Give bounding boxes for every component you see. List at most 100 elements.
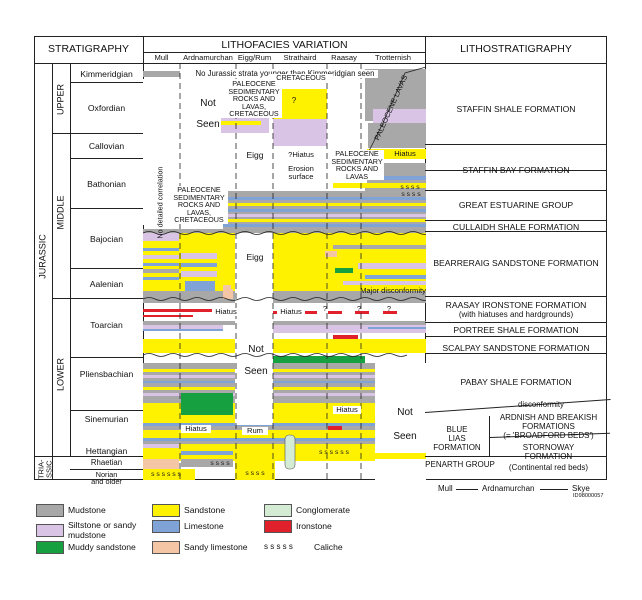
system-divider bbox=[52, 63, 53, 480]
unconformity-line bbox=[143, 297, 426, 301]
bed-siltstone bbox=[143, 255, 179, 259]
gap-strathaird-upper bbox=[273, 147, 327, 191]
bed-ironstone bbox=[143, 309, 213, 312]
bed-sandy-limestone bbox=[143, 459, 179, 469]
formation-rule bbox=[425, 231, 607, 232]
formation-raasay-ironstone: RAASAY IRONSTONE FORMATION bbox=[445, 300, 587, 310]
legend-caliche-symbol: s s s s s bbox=[264, 542, 293, 551]
hiatus-ardnamurchan-lower: Hiatus bbox=[181, 425, 211, 433]
stage-bathonian: Bathonian bbox=[87, 179, 126, 189]
legend-label-sandstone: Sandstone bbox=[184, 505, 226, 515]
legend-swatch-conglomerate bbox=[264, 504, 292, 517]
major-disconformity-note: Major disconformity bbox=[360, 286, 426, 295]
bed-siltstone bbox=[343, 281, 426, 285]
formation-rule bbox=[425, 144, 607, 145]
bed-sandstone bbox=[143, 469, 195, 480]
seen-eigg: Seen bbox=[244, 366, 268, 377]
stage-kimmeridgian: Kimmeridgian bbox=[80, 69, 133, 79]
legend-swatch-ironstone bbox=[264, 520, 292, 533]
bed-ironstone bbox=[333, 335, 358, 339]
formation-cullaidh: CULLAIDH SHALE FORMATION bbox=[452, 222, 580, 232]
paleo-note-raasay: PALEOCENE SEDIMENTARY ROCKS AND LAVAS bbox=[330, 149, 384, 181]
bed-sandstone bbox=[143, 369, 426, 372]
system-triassic: TRIA- SSIC bbox=[34, 459, 54, 479]
stage-callovian: Callovian bbox=[88, 141, 125, 151]
stage-oxfordian: Oxfordian bbox=[87, 103, 126, 113]
bed-sandstone bbox=[143, 339, 426, 353]
bed-ironstone bbox=[303, 311, 317, 314]
bed-mudstone bbox=[143, 321, 426, 325]
paleo-note-mull: PALEOCENE SEDIMENTARY ROCKS AND LAVAS, C… bbox=[170, 186, 228, 224]
rum-label: Rum bbox=[242, 427, 268, 435]
bed-muddy-sandstone bbox=[181, 393, 233, 415]
header-rule bbox=[34, 63, 607, 64]
axis-line bbox=[456, 489, 478, 490]
formation-rule bbox=[425, 220, 607, 221]
figure-frame bbox=[34, 36, 607, 480]
formation-rule bbox=[425, 336, 607, 337]
caliche-strathaird: s s s s s s bbox=[319, 449, 349, 456]
bed-limestone bbox=[223, 209, 426, 212]
stage-rule bbox=[70, 357, 143, 358]
axis-mull: Mull bbox=[438, 484, 453, 493]
formation-pabay: PABAY SHALE FORMATION bbox=[460, 377, 572, 387]
legend-label-mudstone: Mudstone bbox=[68, 505, 106, 515]
bed-limestone bbox=[143, 248, 179, 251]
bed-limestone bbox=[185, 281, 215, 291]
stage-toarcian: Toarcian bbox=[90, 320, 123, 330]
figure-id: ID98000057 bbox=[573, 493, 604, 499]
series-middle: MIDDLE bbox=[55, 195, 66, 230]
series-lower: LOWER bbox=[55, 358, 66, 392]
formation-blue-lias: FORMATION bbox=[433, 443, 481, 452]
formation-scalpay: SCALPAY SANDSTONE FORMATION bbox=[442, 343, 590, 353]
lithofacies-header: LITHOFACIES VARIATION bbox=[221, 39, 348, 51]
eigg-label-lower: Eigg bbox=[246, 252, 264, 262]
gap-raasay-top bbox=[327, 89, 365, 143]
stage-pliensbachian: Pliensbachian bbox=[79, 369, 134, 379]
bed-mudstone bbox=[333, 245, 426, 249]
legend-swatch-sandy-limestone bbox=[152, 541, 180, 554]
legend-swatch-muddy-sandstone bbox=[36, 541, 64, 554]
unconformity-line bbox=[143, 353, 408, 357]
bed-muddy-sandstone bbox=[273, 356, 365, 363]
bed-limestone bbox=[143, 423, 426, 426]
bed-ironstone bbox=[143, 315, 193, 317]
caliche-trotternish: s s s s bbox=[400, 184, 420, 191]
bed-limestone bbox=[143, 438, 426, 441]
bed-sandstone bbox=[333, 183, 426, 188]
paleocene-lava-boundary bbox=[364, 66, 426, 160]
stage-hettangian: Hettangian bbox=[85, 446, 128, 456]
bed-sandstone bbox=[221, 121, 261, 125]
bed-siltstone bbox=[143, 375, 426, 378]
bed-siltstone bbox=[143, 233, 179, 241]
stage-rule bbox=[52, 298, 143, 299]
bed-siltstone bbox=[273, 118, 327, 146]
blue-lias-divider bbox=[489, 416, 490, 456]
bed-siltstone bbox=[181, 253, 217, 259]
locality-eigg-rum: Eigg/Rum bbox=[237, 53, 272, 62]
formation-great-estuarine: GREAT ESTUARINE GROUP bbox=[458, 200, 574, 210]
locality-strathaird: Strathaird bbox=[283, 53, 317, 62]
lithofacies-panel bbox=[143, 63, 426, 480]
bed-sandstone bbox=[273, 89, 327, 119]
formation-portree: PORTREE SHALE FORMATION bbox=[453, 325, 579, 335]
locality-rule bbox=[143, 52, 426, 53]
bed-siltstone bbox=[358, 263, 426, 269]
series-divider bbox=[70, 63, 71, 456]
formation-staffin-bay: STAFFIN BAY FORMATION bbox=[462, 165, 570, 175]
hiatus-trotternish: Hiatus bbox=[394, 149, 416, 158]
bed-sandstone bbox=[235, 459, 275, 480]
lithostratigraphy-header: LITHOSTRATIGRAPHY bbox=[460, 43, 572, 55]
legend-swatch-sandstone bbox=[152, 504, 180, 517]
bed-limestone bbox=[365, 275, 426, 279]
gap-trotternish-base bbox=[375, 459, 426, 480]
eigg-label-upper: Eigg bbox=[246, 150, 264, 160]
bed-siltstone bbox=[143, 393, 426, 396]
stratigraphy-header: STRATIGRAPHY bbox=[48, 43, 129, 55]
formation-blue: BLUE bbox=[446, 425, 468, 434]
stage-norian: Norian and older bbox=[70, 471, 143, 486]
formation-ardnish-2: FORMATIONS bbox=[522, 422, 575, 431]
bed-sandstone bbox=[365, 149, 426, 159]
bed-limestone bbox=[368, 327, 426, 329]
erosion-surface-text: Erosion surface bbox=[288, 164, 314, 182]
